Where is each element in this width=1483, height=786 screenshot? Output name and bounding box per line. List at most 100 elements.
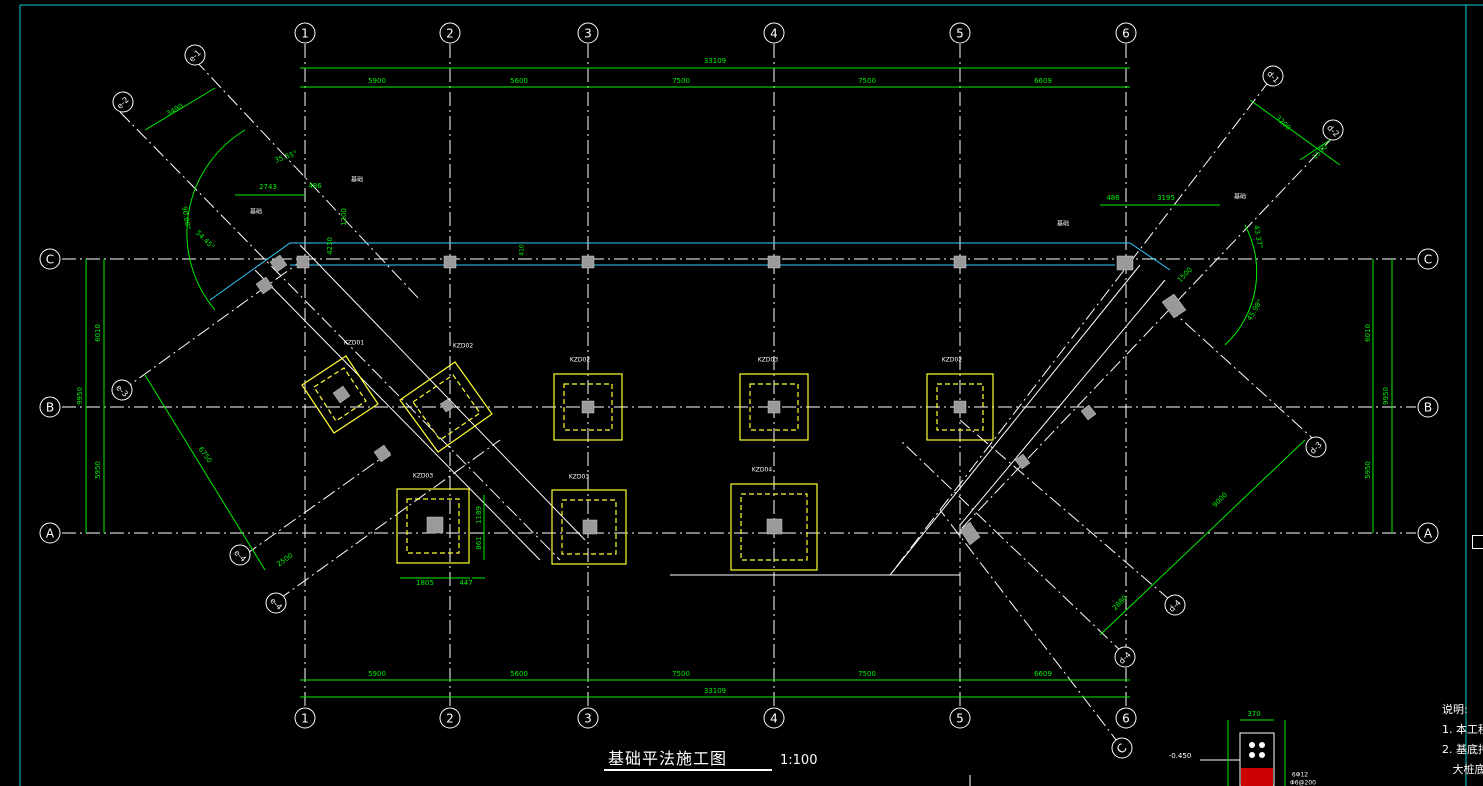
dim-left-total: 9950 xyxy=(76,387,84,405)
dim-misc-left: 1200 xyxy=(340,208,348,226)
note-line: 说明: xyxy=(1442,703,1468,716)
dim-misc-left: 2500 xyxy=(275,552,294,569)
dim-top-span: 7500 xyxy=(672,77,690,85)
dim-misc-right: 3200 xyxy=(1274,114,1292,132)
axis-bubble-left-B xyxy=(39,396,61,418)
axis-bubble-left-A xyxy=(39,522,61,544)
drawing-scale: 1:100 xyxy=(780,753,818,768)
dim-footing: 447 xyxy=(459,579,472,587)
footing-kzd02-diag xyxy=(399,361,493,453)
dim-beam-offset: 410 xyxy=(519,244,526,256)
axis-bubble-top-4-label: 4 xyxy=(770,27,778,41)
dim-top-span: 6609 xyxy=(1034,77,1052,85)
title-underline xyxy=(604,769,772,771)
axis-bubble-right-B xyxy=(1417,396,1439,418)
axis-bubble-bottom-4-label: 4 xyxy=(770,712,778,726)
axis-bubble-bottom-5-label: 5 xyxy=(956,712,964,726)
axis-bubble-left-B-label: B xyxy=(46,401,54,415)
footing-kzd02-b3 xyxy=(553,373,623,441)
dim-bottom-span: 6609 xyxy=(1034,670,1052,678)
dim-top-span: 7500 xyxy=(858,77,876,85)
axis-bubble-extra-c xyxy=(1111,737,1133,759)
footing-dims xyxy=(400,495,485,579)
axis-bubble-left-C xyxy=(39,248,61,270)
columns xyxy=(255,254,1187,546)
axis-bubble-left-A-label: A xyxy=(46,527,55,541)
axis-bubble-top-2-label: 2 xyxy=(446,27,454,41)
dim-left-span: 6010 xyxy=(94,324,102,342)
dim-misc-left: 486 xyxy=(308,182,322,190)
axis-lines xyxy=(62,44,1416,746)
axis-bubble-top-2 xyxy=(439,22,461,44)
axis-bubble-top-5-label: 5 xyxy=(956,27,964,41)
footing-kzd02-b4 xyxy=(739,373,809,441)
drawing-notes: 说明:1. 本工程土2. 基底持力 大桩底 xyxy=(1442,700,1483,780)
dim-top-span: 5900 xyxy=(368,77,386,85)
footing-label: KZD02 xyxy=(570,357,590,364)
axis-bubble-bottom-3-label: 3 xyxy=(584,712,592,726)
dim-footing: 861 xyxy=(475,536,483,549)
axis-bubble-top-1-label: 1 xyxy=(301,27,309,41)
dim-right-span: 5950 xyxy=(1364,461,1372,479)
axis-bubble-d-3 xyxy=(1305,436,1327,458)
note-line: 1. 本工程土 xyxy=(1442,723,1483,736)
axis-bubble-left-C-label: C xyxy=(46,253,54,267)
dim-misc-left: 4230 xyxy=(326,237,334,255)
axis-bubble-top-5 xyxy=(949,22,971,44)
axis-bubble-d-4b xyxy=(1114,646,1136,668)
dim-angle: 45.98° xyxy=(1246,298,1265,322)
drawing-title: 基础平法施工图 xyxy=(608,749,728,768)
dim-footing: 1805 xyxy=(416,579,434,587)
detail-elevation: -0.450 xyxy=(1169,752,1192,760)
detail-stirrup: Φ6@200 xyxy=(1290,780,1316,786)
axis-bubble-e-4b xyxy=(265,592,287,614)
strip-label: 基础 xyxy=(351,176,363,184)
dim-right-span: 6010 xyxy=(1364,324,1372,342)
strip-walls xyxy=(254,244,1166,576)
dim-top-span: 5600 xyxy=(510,77,528,85)
axis-bubble-top-6 xyxy=(1115,22,1137,44)
dim-right-total: 9950 xyxy=(1382,387,1390,405)
axis-bubble-d-4 xyxy=(1164,594,1186,616)
axis-bubble-top-3 xyxy=(577,22,599,44)
dim-angle: 54.45° xyxy=(194,229,216,251)
axis-bubble-bottom-6 xyxy=(1115,707,1137,729)
strip-label: 基础 xyxy=(1057,220,1069,228)
dim-misc-right: 486 xyxy=(1106,194,1120,202)
axis-bubble-top-1 xyxy=(294,22,316,44)
dim-bottom-span: 5600 xyxy=(510,670,528,678)
axis-bubble-bottom-1 xyxy=(294,707,316,729)
dim-bottom-span: 5900 xyxy=(368,670,386,678)
axis-bubble-right-A-label: A xyxy=(1424,527,1433,541)
axis-bubble-d-2 xyxy=(1322,119,1344,141)
axis-bubble-right-A xyxy=(1417,522,1439,544)
axis-bubble-right-C-label: C xyxy=(1424,253,1432,267)
axis-bubble-right-C xyxy=(1417,248,1439,270)
axis-bubble-e-3 xyxy=(111,379,133,401)
footing-label: KZD03 xyxy=(569,474,589,481)
dim-misc-right: 3195 xyxy=(1157,194,1175,202)
axis-bubble-bottom-4 xyxy=(763,707,785,729)
axis-bubble-e-1 xyxy=(184,44,206,66)
axis-bubble-bottom-5 xyxy=(949,707,971,729)
north-arrow-icon xyxy=(1472,535,1483,549)
dim-angle: 35.55° xyxy=(274,149,299,165)
dim-misc-left: 6750 xyxy=(197,445,214,464)
dim-bottom-span: 7500 xyxy=(672,670,690,678)
footing-kzd03-a3 xyxy=(551,489,627,565)
note-line: 大桩底 xyxy=(1442,763,1483,776)
footings xyxy=(301,355,994,571)
axis-bubble-e-2 xyxy=(112,91,134,113)
dim-angle: 90.00° xyxy=(180,206,192,231)
axis-bubble-top-6-label: 6 xyxy=(1122,27,1130,41)
dim-left-span: 5950 xyxy=(94,461,102,479)
dim-top-total: 33109 xyxy=(704,57,726,65)
footing-kzd02-b5 xyxy=(926,373,994,441)
axis-bubble-bottom-2 xyxy=(439,707,461,729)
axis-bubble-top-4 xyxy=(763,22,785,44)
axis-bubble-bottom-3 xyxy=(577,707,599,729)
axis-bubble-d-1 xyxy=(1262,65,1284,87)
